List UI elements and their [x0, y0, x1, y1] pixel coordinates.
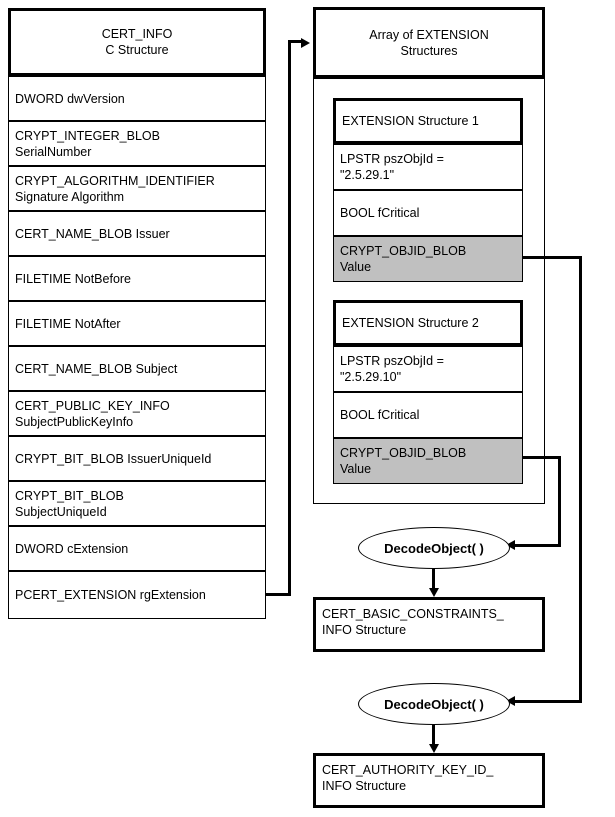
cert-info-field-row: CERT_NAME_BLOB Subject [8, 346, 266, 391]
connector-rgextension-to-array [288, 40, 302, 43]
extension-structure-2-field-pszobjid: LPSTR pszObjId = "2.5.29.10" [333, 346, 523, 392]
cert-info-field-row: CRYPT_BIT_BLOB IssuerUniqueId [8, 436, 266, 481]
field-line2: Signature Algorithm [15, 189, 125, 204]
extension-structure-2-title: EXTENSION Structure 2 [342, 316, 479, 330]
cert-info-header-line1: CERT_INFO [101, 27, 173, 41]
extension-array-header: Array of EXTENSION Structures [313, 7, 545, 78]
cert-info-field-row: DWORD dwVersion [8, 76, 266, 121]
arrow-into-extension-array [301, 38, 310, 48]
extension-structure-2-header: EXTENSION Structure 2 [333, 300, 523, 346]
cert-info-field-row: CRYPT_INTEGER_BLOB SerialNumber [8, 121, 266, 166]
decode-object-label: DecodeObject( ) [384, 540, 484, 556]
decode-object-label: DecodeObject( ) [384, 696, 484, 712]
extension-structure-1-title: EXTENSION Structure 1 [342, 114, 479, 128]
field-line1: CERT_NAME_BLOB Issuer [15, 226, 170, 241]
arrow-into-decode-object-2 [506, 696, 515, 706]
extension-structure-2-field-value: CRYPT_OBJID_BLOB Value [333, 438, 523, 484]
connector-rgextension-horizontal [265, 593, 291, 596]
cert-info-field-row: FILETIME NotAfter [8, 301, 266, 346]
arrow-into-basic-constraints-box [429, 588, 439, 597]
cert-info-field-row: FILETIME NotBefore [8, 256, 266, 301]
field-line2: SubjectPublicKeyInfo [15, 414, 134, 429]
connector-decode1-to-basic-constraints [432, 569, 435, 591]
field-line1: BOOL fCritical [340, 408, 420, 422]
cert-info-field-row: CERT_NAME_BLOB Issuer [8, 211, 266, 256]
field-line1: LPSTR pszObjId = [340, 354, 444, 368]
connector-ext1-value-to-decode2 [515, 700, 582, 703]
connector-ext2-value-vertical [558, 456, 561, 547]
cert-info-header-line2: C Structure [105, 43, 169, 57]
decode-object-node-2[interactable]: DecodeObject( ) [358, 683, 510, 725]
cert-info-field-row-rgextension: PCERT_EXTENSION rgExtension [8, 571, 266, 619]
extension-structure-1-field-pszobjid: LPSTR pszObjId = "2.5.29.1" [333, 144, 523, 190]
connector-ext1-value-horizontal [522, 256, 582, 259]
result-line2: INFO Structure [322, 779, 407, 793]
field-line1: FILETIME NotAfter [15, 316, 121, 331]
arrow-into-decode-object-1 [506, 540, 515, 550]
extension-structure-1-field-value: CRYPT_OBJID_BLOB Value [333, 236, 523, 282]
field-line1: BOOL fCritical [340, 206, 420, 220]
extension-array-header-line2: Structures [400, 43, 458, 58]
cert-basic-constraints-info-box: CERT_BASIC_CONSTRAINTS_ INFO Structure [313, 597, 545, 652]
extension-array-header-line1: Array of EXTENSION [369, 27, 489, 42]
field-line1: PCERT_EXTENSION rgExtension [15, 588, 206, 602]
field-line1: CERT_PUBLIC_KEY_INFO [15, 398, 170, 413]
field-line1: CRYPT_OBJID_BLOB [340, 446, 467, 460]
result-line1: CERT_BASIC_CONSTRAINTS_ [322, 607, 504, 621]
connector-ext1-value-vertical [579, 256, 582, 703]
field-line2: SerialNumber [15, 144, 92, 159]
cert-info-field-row: CRYPT_ALGORITHM_IDENTIFIER Signature Alg… [8, 166, 266, 211]
connector-decode2-to-authority-key-id [432, 725, 435, 747]
decode-object-node-1[interactable]: DecodeObject( ) [358, 527, 510, 569]
result-line1: CERT_AUTHORITY_KEY_ID_ [322, 763, 494, 777]
field-line1: DWORD dwVersion [15, 91, 125, 106]
connector-rgextension-vertical [288, 40, 291, 596]
field-line1: CRYPT_OBJID_BLOB [340, 244, 467, 258]
connector-ext2-value-to-decode1 [515, 544, 561, 547]
field-line2: Value [340, 260, 372, 274]
extension-structure-2-field-fcritical: BOOL fCritical [333, 392, 523, 438]
field-line2: "2.5.29.10" [340, 370, 402, 384]
cert-info-field-row: CRYPT_BIT_BLOB SubjectUniqueId [8, 481, 266, 526]
field-line2: SubjectUniqueId [15, 504, 107, 519]
extension-structure-1-header: EXTENSION Structure 1 [333, 98, 523, 144]
arrow-into-authority-key-id-box [429, 744, 439, 753]
cert-info-field-row: CERT_PUBLIC_KEY_INFO SubjectPublicKeyInf… [8, 391, 266, 436]
cert-info-field-row: DWORD cExtension [8, 526, 266, 571]
field-line1: CRYPT_ALGORITHM_IDENTIFIER [15, 173, 215, 188]
field-line2: Value [340, 462, 372, 476]
field-line1: LPSTR pszObjId = [340, 152, 444, 166]
cert-authority-key-id-info-box: CERT_AUTHORITY_KEY_ID_ INFO Structure [313, 753, 545, 808]
connector-ext2-value-horizontal [522, 456, 561, 459]
field-line1: CRYPT_BIT_BLOB [15, 488, 124, 503]
field-line1: CRYPT_INTEGER_BLOB [15, 128, 160, 143]
field-line2: "2.5.29.1" [340, 168, 395, 182]
cert-info-header: CERT_INFO C Structure [8, 8, 266, 76]
field-line1: CERT_NAME_BLOB Subject [15, 361, 178, 376]
field-line1: CRYPT_BIT_BLOB IssuerUniqueId [15, 451, 212, 466]
extension-structure-1-field-fcritical: BOOL fCritical [333, 190, 523, 236]
field-line1: FILETIME NotBefore [15, 271, 132, 286]
field-line1: DWORD cExtension [15, 541, 129, 556]
result-line2: INFO Structure [322, 623, 407, 637]
